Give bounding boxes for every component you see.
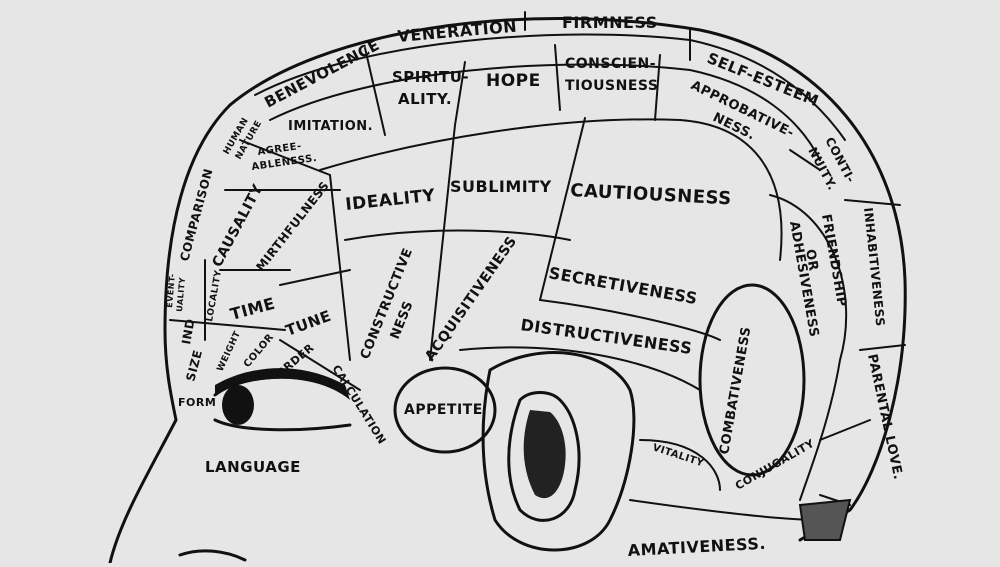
head-outline	[108, 17, 907, 565]
label-form: FORM	[178, 396, 216, 409]
ear	[481, 351, 636, 552]
label-conscientiousness-1: CONSCIEN-	[565, 56, 656, 72]
label-time: TIME	[228, 294, 277, 324]
label-imitation: IMITATION.	[288, 119, 373, 134]
label-mirthfulness: MIRTHFULNESS	[253, 179, 332, 274]
eye	[213, 368, 352, 432]
label-weight: WEIGHT	[216, 329, 244, 373]
label-conscientiousness-2: TIOUSNESS	[565, 78, 658, 94]
label-color: COLOR	[242, 332, 276, 370]
label-size: SIZE	[183, 348, 205, 383]
band-lines	[254, 11, 846, 171]
label-friendship-1: FRIENDSHIP	[818, 213, 849, 308]
label-cautiousness: CAUTIOUSNESS	[570, 180, 732, 209]
label-combativeness: COMBATIVENESS	[717, 326, 754, 456]
middle-section-lines	[169, 117, 906, 506]
label-comparison: COMPARISON	[177, 167, 215, 263]
label-ideality: IDEALITY	[344, 186, 436, 215]
combativeness-oval	[698, 283, 806, 477]
label-appetite: APPETITE	[404, 402, 483, 418]
label-inhabitiveness: INHABITIVENESS	[861, 207, 887, 327]
friendship-boundary	[769, 194, 848, 501]
appetite-oval	[393, 366, 497, 454]
label-ind: IND	[179, 318, 197, 346]
label-spirituality-1: SPIRITU-	[392, 68, 469, 86]
label-tune: TUNE	[283, 307, 334, 340]
label-sublimity: SUBLIMITY	[450, 177, 552, 196]
label-eventuality-2: UALITY	[175, 277, 187, 312]
label-causality: CAUSALITY	[209, 181, 266, 269]
label-eventuality-1: EVENT-	[165, 273, 177, 308]
label-calculation: CALCULATION	[329, 363, 388, 447]
label-vitality: VITALITY	[651, 442, 705, 469]
label-friendship-2: OR	[802, 248, 821, 272]
label-firmness: FIRMNESS	[562, 13, 658, 32]
label-amativeness: AMATIVENESS.	[627, 534, 766, 560]
label-hope: HOPE	[486, 71, 541, 91]
label-language: LANGUAGE	[205, 458, 301, 476]
label-spirituality-2: ALITY.	[398, 90, 452, 108]
label-locality: LOCALITY	[205, 269, 224, 322]
lower-lines	[629, 439, 852, 541]
label-secretiveness: SECRETIVENESS	[547, 263, 699, 308]
